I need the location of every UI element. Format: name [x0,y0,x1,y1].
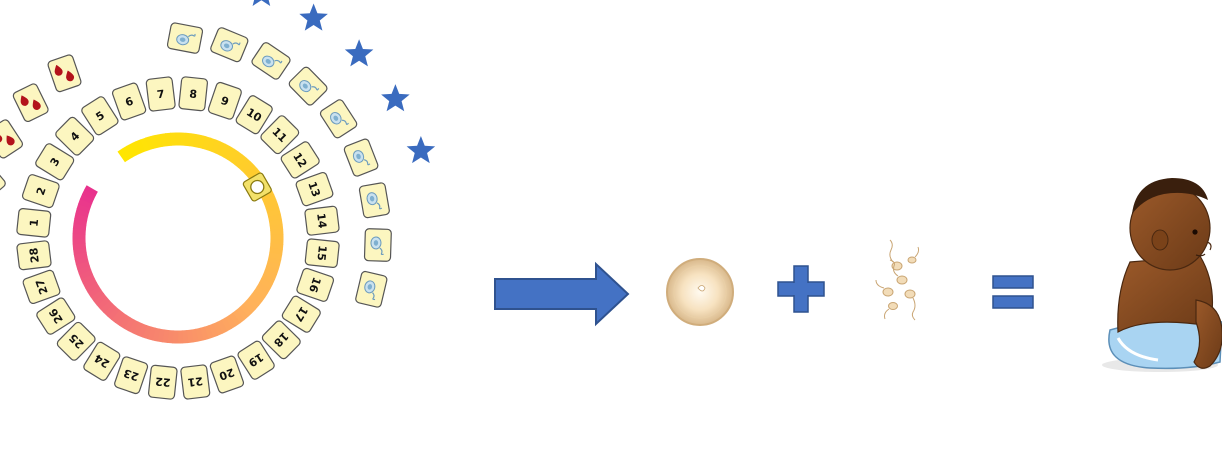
day-card: 3 [35,143,75,181]
day-number: 21 [187,374,204,389]
day-card: 27 [22,269,61,305]
sperm-card [166,22,204,54]
star-icon [406,136,436,164]
day-number: 15 [314,245,329,262]
sperm-card [319,99,358,139]
equals-icon [992,275,1034,309]
cycle-gradient-arc [72,132,284,344]
day-card: 18 [261,320,301,360]
star-icon [299,3,328,31]
baby-icon [1102,178,1222,372]
sperm-card [288,66,328,106]
day-number: 27 [33,277,50,296]
day-card: 7 [145,76,176,112]
day-card: 12 [280,141,320,179]
day-number: 22 [155,374,172,389]
day-number: 20 [217,365,236,383]
day-number: 9 [219,94,230,109]
day-number: 16 [306,275,323,294]
day-card: 14 [304,205,340,236]
day-number: 13 [305,180,322,199]
sperm-card [363,228,392,262]
day-number: 23 [122,366,141,383]
day-card: 24 [83,341,121,381]
blood-drop-card [47,54,82,93]
day-card: 6 [111,82,147,121]
plus-icon [777,265,825,313]
day-number: 7 [156,88,165,102]
arrow-right-icon [494,261,630,327]
day-card: 11 [260,115,300,155]
day-number: 28 [27,247,42,264]
ovulation-marker [242,172,272,202]
day-card: 21 [180,364,211,400]
star-icon [344,39,374,67]
day-card: 13 [295,171,334,207]
day-card: 20 [209,355,245,394]
day-card: 17 [281,295,321,333]
day-card: 16 [296,267,335,302]
day-number: 1 [27,218,41,227]
blood-drop-card [12,83,49,123]
day-card: 19 [237,340,275,380]
day-card: 4 [55,116,95,156]
fertile-sperm-cards [166,22,392,308]
fertile-stars [252,0,436,164]
day-card: 28 [16,240,52,271]
egg-cell-icon [666,258,734,326]
star-icon [252,0,271,6]
blood-drop-card [0,119,24,159]
day-card: 23 [114,356,149,395]
day-card: 25 [56,321,96,361]
day-card: 26 [36,297,76,335]
sperm-cells-icon [875,239,920,321]
menstruation-cards [0,54,82,200]
sperm-card [343,138,379,177]
sperm-card [355,270,388,308]
day-card: 8 [178,76,209,112]
egg-icon [250,179,265,195]
day-number: 14 [314,212,329,229]
day-number: 2 [34,186,49,197]
sperm-card [210,27,249,63]
star-icon [381,84,410,112]
day-card: 5 [81,96,119,136]
day-number: 8 [189,87,198,101]
day-card: 1 [16,207,52,238]
day-card: 10 [235,95,273,135]
day-card: 2 [21,174,60,209]
day-card: 9 [207,81,242,120]
day-card: 22 [147,364,178,400]
sperm-card [251,42,291,80]
sperm-card [358,182,390,219]
blood-drop-card [0,160,6,200]
day-card: 15 [304,238,340,269]
day-number: 6 [123,94,135,109]
